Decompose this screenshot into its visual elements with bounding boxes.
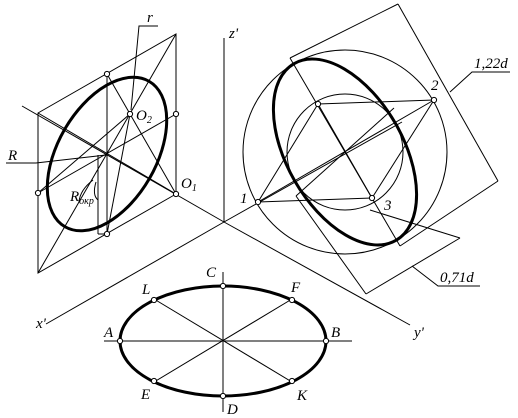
point-left xyxy=(34,189,42,197)
dim-minor-label: 0,71d xyxy=(440,270,474,286)
dim-ext-left xyxy=(295,195,367,295)
point-d xyxy=(219,392,227,400)
point-2-label: 2 xyxy=(431,78,439,94)
point-a xyxy=(116,337,124,345)
point-4 xyxy=(314,100,322,108)
dim-ext-right xyxy=(369,209,461,239)
point-f xyxy=(288,296,296,304)
y-axis-label: y' xyxy=(412,325,425,341)
point-right-upper xyxy=(172,110,180,118)
x-axis xyxy=(45,221,225,325)
label-l: L xyxy=(141,282,150,298)
dim-major-label: 1,22d xyxy=(474,56,508,72)
point-b xyxy=(322,337,330,345)
bottom-view xyxy=(104,272,352,412)
point-o1 xyxy=(172,190,180,198)
label-f: F xyxy=(290,280,301,296)
arc-radius-line-c xyxy=(106,113,131,235)
dim-ext-top xyxy=(289,3,399,59)
point-top xyxy=(103,70,111,78)
left-view xyxy=(6,25,180,274)
o2-subscript: 2 xyxy=(147,115,152,126)
point-k xyxy=(288,377,296,385)
r-leader xyxy=(130,25,158,111)
point-3-label: 3 xyxy=(383,198,392,214)
r-label: r xyxy=(147,10,153,26)
y-axis-extension xyxy=(21,105,225,223)
inner-circle xyxy=(286,93,404,211)
dim-ext-bottom xyxy=(399,180,499,247)
chord-top xyxy=(317,99,435,105)
point-bottom xyxy=(103,230,111,238)
label-c: C xyxy=(206,265,217,281)
chord-left xyxy=(257,103,319,203)
point-2 xyxy=(430,96,438,104)
r-okr-brace-2 xyxy=(93,181,99,201)
o1-label: O1 xyxy=(181,176,197,194)
o2-main: O xyxy=(136,108,147,124)
dim-major-leader xyxy=(449,71,510,93)
arc-radius-line-a xyxy=(106,73,177,195)
point-3 xyxy=(368,194,376,202)
r-okr-subscript: окр xyxy=(79,196,94,207)
axes xyxy=(21,38,411,326)
diagonal-short xyxy=(37,112,177,195)
ellipse-left xyxy=(45,75,169,233)
o1-subscript: 1 xyxy=(192,183,197,194)
dim-minor-leader xyxy=(411,265,480,287)
r-okr-label: Rокр xyxy=(69,189,94,207)
chord-right xyxy=(371,99,435,199)
label-a: A xyxy=(103,325,114,341)
chord-bottom xyxy=(257,197,373,203)
point-l xyxy=(150,296,158,304)
o1-main: O xyxy=(181,176,192,192)
x-axis-label: x' xyxy=(35,316,47,332)
point-c xyxy=(219,282,227,290)
diagonal-fe xyxy=(153,298,293,383)
point-1-label: 1 xyxy=(240,191,248,207)
R-leader xyxy=(6,154,107,164)
z-axis-label: z' xyxy=(228,26,239,42)
outer-circle xyxy=(242,49,448,255)
o2-label: O2 xyxy=(136,108,152,126)
arc-radius-line-b xyxy=(37,113,131,194)
label-e: E xyxy=(140,387,150,403)
r-okr-main: R xyxy=(69,189,79,205)
right-view xyxy=(242,3,510,295)
label-b: B xyxy=(331,325,340,341)
x-axis-extension xyxy=(223,121,403,223)
label-d: D xyxy=(226,402,238,418)
r-okr-brace xyxy=(78,179,94,203)
y-axis xyxy=(223,221,411,326)
point-1 xyxy=(254,198,262,206)
minor-axis xyxy=(295,107,395,197)
R-label: R xyxy=(7,148,17,164)
dim-line-major xyxy=(397,3,499,182)
point-o2 xyxy=(126,110,134,118)
label-k: K xyxy=(296,388,308,404)
point-e xyxy=(150,377,158,385)
dim-line-minor xyxy=(365,237,461,295)
labels: z' x' y' r R Rокр O2 O1 1 2 3 1,22d 0,71… xyxy=(7,10,508,418)
